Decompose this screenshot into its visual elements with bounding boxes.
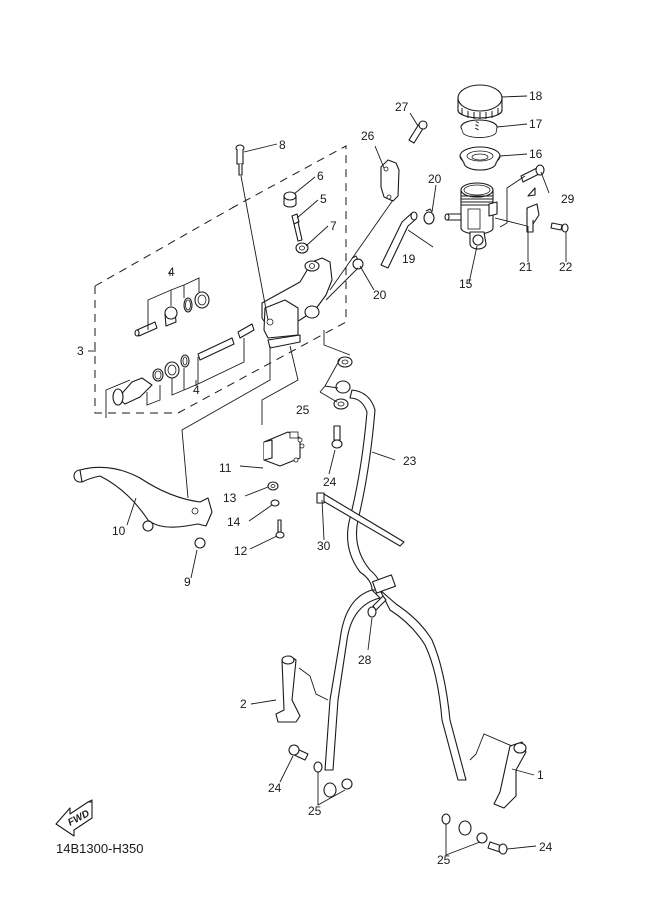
diaphragm-holder-part[interactable]: ﾐ bbox=[460, 119, 498, 138]
union-bolt-part-left[interactable] bbox=[288, 744, 309, 761]
callout-9[interactable]: 9 bbox=[184, 575, 191, 589]
master-cylinder-body[interactable] bbox=[261, 257, 333, 349]
copper-washers-lower-left[interactable] bbox=[313, 761, 353, 790]
callout-26[interactable]: 26 bbox=[361, 129, 375, 143]
callout-20-upper[interactable]: 20 bbox=[428, 172, 442, 186]
callout-12[interactable]: 12 bbox=[234, 544, 248, 558]
bleed-screw-part[interactable] bbox=[291, 213, 303, 242]
hose-joint-bolt-part[interactable] bbox=[367, 595, 387, 618]
callout-24-upper[interactable]: 24 bbox=[323, 475, 337, 489]
callout-28[interactable]: 28 bbox=[358, 653, 372, 667]
callout-1[interactable]: 1 bbox=[537, 768, 544, 782]
copper-washers-upper[interactable] bbox=[333, 356, 353, 410]
svg-text:ﾐ: ﾐ bbox=[474, 119, 480, 133]
callout-6[interactable]: 6 bbox=[317, 169, 324, 183]
brake-lever-part[interactable] bbox=[73, 466, 213, 532]
bracket-screw-part[interactable] bbox=[550, 222, 569, 233]
callout-leaders bbox=[88, 95, 567, 856]
callout-14[interactable]: 14 bbox=[227, 515, 241, 529]
callout-29[interactable]: 29 bbox=[561, 192, 575, 206]
reservoir-hose-part[interactable] bbox=[380, 211, 418, 269]
nut-part[interactable] bbox=[194, 537, 206, 549]
callout-5[interactable]: 5 bbox=[320, 192, 327, 206]
callout-21[interactable]: 21 bbox=[519, 260, 533, 274]
callout-23[interactable]: 23 bbox=[403, 454, 417, 468]
reservoir-part[interactable] bbox=[444, 182, 498, 250]
piston-kit-upper[interactable] bbox=[134, 277, 210, 337]
callout-19[interactable]: 19 bbox=[402, 252, 416, 266]
diaphragm-part[interactable] bbox=[459, 146, 501, 171]
cable-tie-part[interactable] bbox=[316, 492, 405, 547]
reservoir-bracket-part[interactable] bbox=[494, 175, 540, 233]
forward-direction-badge: FWD bbox=[55, 799, 93, 837]
bleed-screw-cap-part[interactable] bbox=[283, 191, 297, 208]
diagram-code: 14B1300-H350 bbox=[56, 841, 143, 856]
callout-4-lower[interactable]: 4 bbox=[193, 383, 200, 397]
callout-22[interactable]: 22 bbox=[559, 260, 573, 274]
hose-clip-part-upper[interactable] bbox=[423, 208, 435, 225]
callout-18[interactable]: 18 bbox=[529, 89, 543, 103]
master-cylinder-holder-part[interactable] bbox=[380, 159, 400, 202]
callout-11[interactable]: 11 bbox=[219, 461, 232, 475]
callout-17[interactable]: 17 bbox=[529, 117, 543, 131]
callout-16[interactable]: 16 bbox=[529, 147, 543, 161]
callout-24-left[interactable]: 24 bbox=[268, 781, 282, 795]
brake-hose-part[interactable] bbox=[323, 389, 472, 836]
callout-8[interactable]: 8 bbox=[279, 138, 286, 152]
callout-30[interactable]: 30 bbox=[317, 539, 331, 553]
screw-part[interactable] bbox=[275, 519, 285, 539]
connection-lines bbox=[181, 175, 394, 499]
holder-bolt-part[interactable] bbox=[408, 120, 428, 144]
callout-2[interactable]: 2 bbox=[240, 697, 247, 711]
callout-25-lower-left[interactable]: 25 bbox=[308, 804, 322, 818]
callout-25-lower-right[interactable]: 25 bbox=[437, 853, 451, 867]
callout-10[interactable]: 10 bbox=[112, 524, 126, 538]
lock-washer-part[interactable] bbox=[270, 499, 280, 507]
hose-clip-part-lower[interactable] bbox=[351, 255, 364, 270]
hose-holder-right-part[interactable] bbox=[469, 733, 527, 809]
washer-part[interactable] bbox=[295, 242, 309, 254]
union-bolt-part-right[interactable] bbox=[487, 841, 508, 855]
lever-pivot-bolt-part[interactable] bbox=[235, 144, 245, 176]
callout-15[interactable]: 15 bbox=[459, 277, 473, 291]
reservoir-cap-part[interactable] bbox=[457, 84, 503, 119]
callout-labels: 18 17 16 15 19 20 20 21 22 29 27 26 8 6 … bbox=[77, 89, 575, 867]
piston-kit-lower[interactable] bbox=[105, 323, 255, 418]
callout-7[interactable]: 7 bbox=[330, 219, 337, 233]
callout-27[interactable]: 27 bbox=[395, 100, 409, 114]
reservoir-bolt-part[interactable] bbox=[520, 164, 545, 183]
callout-25-upper[interactable]: 25 bbox=[296, 403, 310, 417]
callout-20-lower[interactable]: 20 bbox=[373, 288, 387, 302]
hose-holder-left-part[interactable] bbox=[275, 655, 329, 723]
plate-washer-part[interactable] bbox=[267, 481, 279, 491]
callout-24-right[interactable]: 24 bbox=[539, 840, 553, 854]
union-bolt-part-upper[interactable] bbox=[331, 425, 343, 449]
callout-4-upper[interactable]: 4 bbox=[168, 265, 175, 279]
kit-boundary bbox=[94, 145, 347, 414]
callout-13[interactable]: 13 bbox=[223, 491, 237, 505]
callout-3[interactable]: 3 bbox=[77, 344, 84, 358]
brake-light-switch-part[interactable] bbox=[263, 431, 305, 467]
